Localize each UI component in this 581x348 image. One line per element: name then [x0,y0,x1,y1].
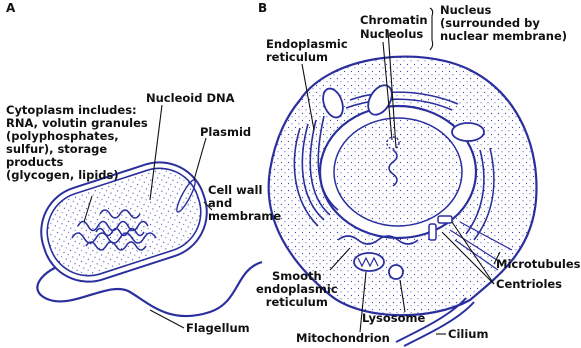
centriole [429,224,436,240]
er-label: Endoplasmic reticulum [266,38,348,64]
lysosome [389,265,403,279]
cytoplasm-line: (glycogen, lipids) [6,169,148,182]
cilium-label: Cilium [448,328,488,341]
cell-wall-label: Cell wall and membrame [208,184,281,223]
flagellum-label: Flagellum [186,322,250,335]
er-line: reticulum [266,51,348,64]
plasmid-label: Plasmid [200,126,251,139]
chromatin-label: Chromatin [360,14,428,27]
microtubules-label: Microtubules [496,258,580,271]
cytoplasm-label: Cytoplasm includes: RNA, volutin granule… [6,104,148,182]
nucleus-inner [334,118,462,226]
centrioles-label: Centrioles [496,278,562,291]
panel-a-letter: A [6,2,15,15]
nucleus-label: Nucleus (surrounded by nuclear membrane) [440,4,567,43]
nucleus-line: nuclear membrane) [440,30,567,43]
nucleoid-dna-label: Nucleoid DNA [146,92,235,105]
centriole [438,216,452,223]
smooth-er-label: Smooth endoplasmic reticulum [256,270,338,309]
smooth-er-line: reticulum [256,296,338,309]
nucleolus-label: Nucleolus [360,28,423,41]
cell-wall-line: membrame [208,210,281,223]
mitochondrion-label: Mitochondrion [296,332,390,345]
lysosome-label: Lysosome [362,312,425,325]
panel-b-letter: B [258,2,267,15]
